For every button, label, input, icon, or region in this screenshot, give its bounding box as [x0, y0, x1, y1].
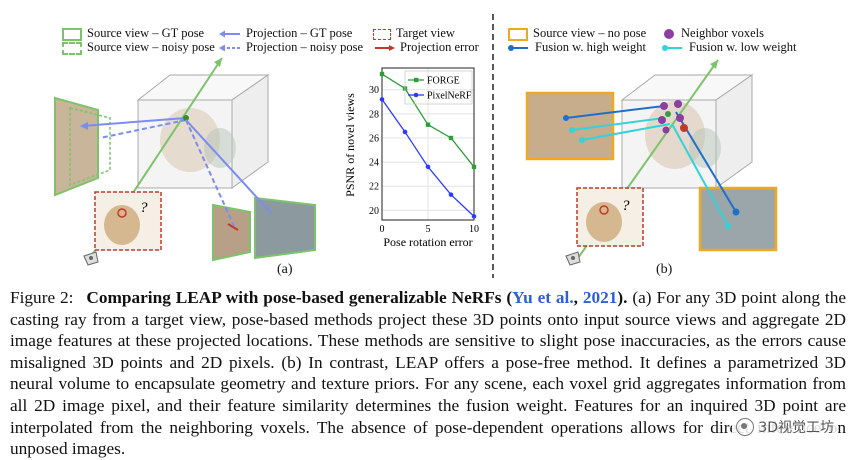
low-weight-line-icon: [662, 45, 682, 52]
data-point-pixelnerf: [402, 129, 408, 135]
citation-sep: ,: [573, 288, 583, 307]
y-tick-label: 20: [369, 206, 379, 217]
panel-label-a: (a): [277, 262, 293, 277]
plot-frame: [381, 67, 475, 221]
legend-proj-error: Projection error: [373, 40, 479, 54]
y-tick-label: 22: [369, 182, 379, 193]
voxel-dot-icon: [664, 29, 674, 40]
data-point-forge: [471, 164, 477, 170]
legend-target-view: Target view: [373, 26, 455, 40]
red-dashed-box-icon: [373, 28, 391, 40]
panel-a-illustration: ?: [54, 57, 316, 266]
psnr-chart: 20 22 24 26 28 30 0 5 10 FORGE PixelNeRF PSNR of …: [343, 67, 479, 249]
legend-label: FORGE: [427, 76, 460, 87]
chart-axes: 20 22 24 26 28 30 0 5 10: [369, 67, 479, 235]
data-point-pixelnerf: [379, 97, 385, 102]
legend-box: [404, 70, 473, 105]
solid-box-icon: [62, 27, 82, 41]
data-point-forge: [425, 122, 431, 127]
watermark: 3D视觉工坊: [732, 415, 838, 439]
question-mark-b: ?: [622, 198, 630, 214]
caption-title-end: ).: [617, 288, 628, 307]
caption-title: Comparing LEAP with pose-based generaliz…: [86, 288, 513, 307]
data-point-pixelnerf: [471, 214, 477, 219]
data-point-pixelnerf: [448, 192, 454, 197]
y-tick-label: 24: [369, 158, 379, 169]
y-axis-label: PSNR of novel views: [343, 93, 357, 197]
citation-year-link[interactable]: 2021: [582, 288, 618, 307]
legend-marker: [413, 92, 419, 98]
chart-legend: FORGE PixelNeRF: [404, 70, 473, 105]
high-weight-line-icon: [508, 45, 528, 52]
neighbor-voxels: [658, 100, 688, 134]
legend-fusion-low: Fusion w. low weight: [662, 40, 797, 54]
figure: Source view – GT pose Source view – nois…: [54, 14, 797, 278]
panel-label-b: (b): [656, 262, 673, 277]
data-point-forge: [379, 71, 385, 77]
legend-neighbor-voxels: Neighbor voxels: [662, 26, 764, 40]
legend-fusion-high: Fusion w. high weight: [508, 40, 646, 54]
legend-source-no-pose: Source view – no pose: [508, 26, 646, 41]
x-tick-label: 10: [469, 224, 479, 235]
source-view-bottom: [212, 203, 251, 262]
red-arrow-icon: [375, 45, 395, 52]
x-tick-label: 5: [426, 224, 431, 235]
legend-proj-noisy: Projection – noisy pose: [219, 40, 363, 54]
figure-caption: Figure 2: Comparing LEAP with pose-based…: [10, 287, 846, 460]
data-point-pixelnerf: [425, 164, 431, 170]
camera-icon-b: [565, 251, 581, 266]
legend-marker: [414, 77, 419, 83]
panel-divider: [492, 14, 494, 278]
source-view-left: [54, 96, 99, 197]
camera-icon-a: [83, 251, 99, 266]
arrow-dashed-icon: [219, 44, 240, 52]
question-mark-a: ?: [140, 200, 148, 216]
y-tick-label: 28: [369, 109, 379, 120]
arrow-solid-icon: [219, 30, 240, 38]
x-tick-label: 0: [380, 224, 385, 235]
x-axis-label: Pose rotation error: [383, 235, 472, 249]
citation-author-link[interactable]: Yu et al.: [512, 288, 574, 307]
legend-source-gt: Source view – GT pose: [62, 26, 204, 41]
gold-box-icon: [508, 27, 528, 41]
y-tick-label: 26: [369, 133, 379, 144]
legend-proj-gt: Projection – GT pose: [219, 26, 352, 40]
panel-b-illustration: ?: [525, 59, 778, 266]
legend-label: PixelNeRF: [427, 91, 472, 102]
figure-number: Figure 2:: [10, 288, 74, 307]
wechat-logo-icon: [736, 418, 755, 436]
bear-ghost: [160, 108, 220, 172]
caption-body: (a) For any 3D point along the casting r…: [10, 288, 846, 459]
legend-source-noisy: Source view – noisy pose: [62, 40, 215, 55]
dashed-box-icon: [62, 41, 82, 55]
data-point-forge: [448, 135, 454, 141]
y-tick-label: 30: [369, 85, 379, 96]
